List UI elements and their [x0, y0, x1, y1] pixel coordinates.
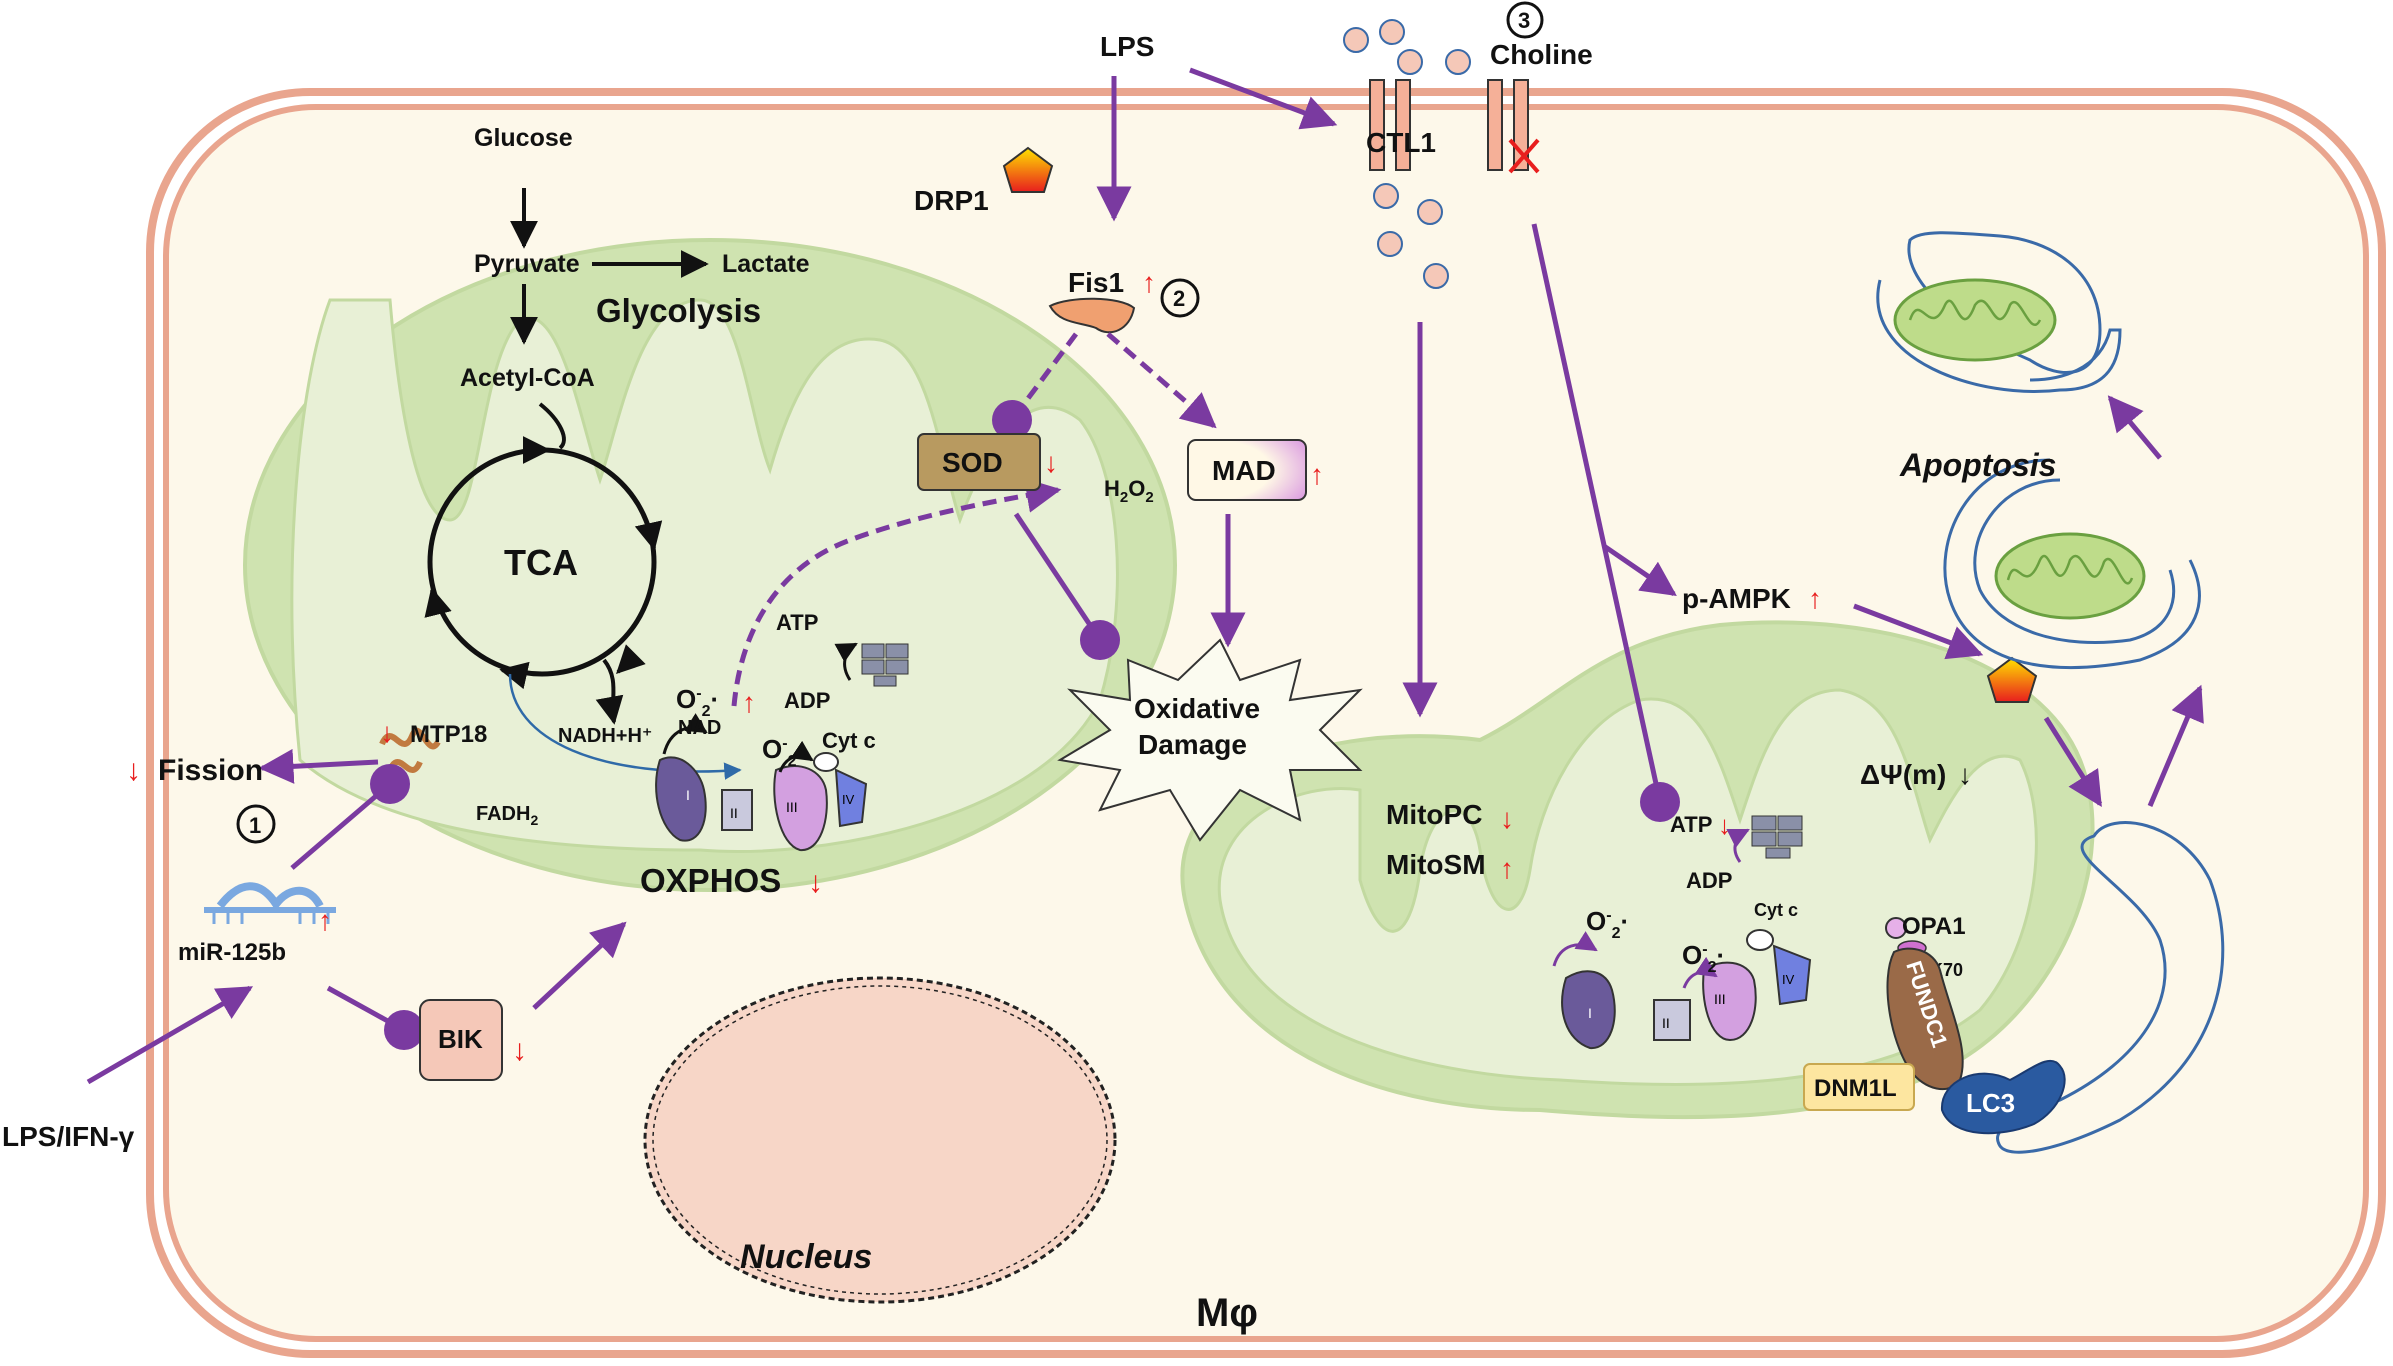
delta-psi-down-icon: ↓	[1958, 759, 1972, 790]
nucleus-label: Nucleus	[740, 1238, 872, 1276]
nad-label: NAD	[678, 717, 721, 739]
oxphos-down-icon: ↓	[808, 866, 823, 899]
right-etc: I II III IV	[1552, 929, 1812, 1050]
ctl1-transporter	[1369, 79, 1529, 171]
fis1-label: Fis1	[1068, 267, 1124, 298]
o2-right-2: O-2·	[1682, 940, 1725, 976]
fission-down-icon: ↓	[126, 754, 141, 787]
choline-molecules	[1343, 19, 1471, 289]
tca-cycle: TCA	[424, 436, 742, 780]
mad-up-icon: ↑	[1310, 459, 1324, 490]
apoptotic-mitochondrion-middle	[1943, 458, 2201, 669]
atp-synthase-right-icon	[1751, 815, 1803, 859]
oxphos-label: OXPHOS	[640, 862, 781, 899]
opa1-label: OPA1	[1902, 913, 1966, 940]
drp1-label: DRP1	[914, 185, 989, 216]
ctl1-label: CTL1	[1366, 127, 1436, 158]
cyt-c-right-label: Cyt c	[1754, 900, 1798, 920]
bik-down-icon: ↓	[512, 1034, 527, 1067]
drp1-icon	[1002, 146, 1054, 193]
o2-up-arrow-icon: ↑	[742, 687, 756, 718]
lc3-protein	[1940, 1059, 2066, 1135]
complex-iii-left: III	[786, 799, 798, 815]
left-mitochondrion	[243, 238, 1177, 892]
lc3-label: LC3	[1966, 1088, 2015, 1118]
blocked-x-icon	[1508, 138, 1540, 174]
mad-label: MAD	[1212, 455, 1276, 486]
mir-up-icon: ↑	[318, 905, 332, 936]
atp-right-label: ATP	[1670, 812, 1712, 837]
h2o2-label: H2O2	[1104, 476, 1154, 506]
p-ampk-label: p-AMPK	[1682, 583, 1791, 614]
drp1-right-icon	[1986, 656, 2038, 703]
fission-label: Fission	[158, 754, 263, 787]
mphi-label: Mφ	[1196, 1291, 1258, 1335]
mitopc-label: MitoPC	[1386, 799, 1482, 830]
delta-psi-label: ΔΨ(m)	[1860, 759, 1946, 790]
oxidative-damage-burst	[1057, 638, 1363, 842]
mitopc-down-icon: ↓	[1500, 803, 1514, 834]
lps-ifn-label: LPS/IFN-γ	[2, 1121, 135, 1152]
fadh2-label: FADH2	[476, 803, 538, 828]
nucleus	[643, 976, 1117, 1304]
o2-left-2: O-2·	[762, 734, 805, 770]
complex-ii-right: II	[1662, 1015, 1670, 1031]
sod-label: SOD	[942, 447, 1003, 478]
bik-label: BIK	[438, 1024, 483, 1054]
mitosm-label: MitoSM	[1386, 849, 1486, 880]
atp-synthase-left-icon	[861, 643, 909, 687]
right-mitochondrion	[1180, 620, 2095, 1120]
circle-2: 2	[1173, 286, 1185, 311]
engulfing-membrane	[1996, 821, 2225, 1154]
sod-box	[917, 433, 1041, 491]
bik-box	[419, 999, 503, 1081]
atp-right-down-icon: ↓	[1718, 810, 1731, 840]
choline-label: Choline	[1490, 39, 1593, 70]
circle-3: 3	[1518, 8, 1530, 33]
pyruvate-label: Pyruvate	[474, 250, 580, 278]
p-ampk-up-icon: ↑	[1808, 583, 1822, 614]
lps-top-label: LPS	[1100, 31, 1154, 62]
opa1-icon	[1885, 917, 1907, 939]
circle-1: 1	[249, 813, 261, 838]
o2-right-1: O-2·	[1586, 906, 1629, 942]
mtp18-down-icon: ↓	[380, 717, 394, 748]
atp-left-label: ATP	[776, 610, 818, 635]
complex-i-right: I	[1588, 1005, 1592, 1021]
complex-iv-right: IV	[1782, 972, 1795, 987]
tca-label: TCA	[504, 542, 578, 583]
oxidative-label-1: Oxidative	[1134, 693, 1260, 724]
adp-right-label: ADP	[1686, 868, 1732, 893]
adp-left-label: ADP	[784, 688, 830, 713]
complex-ii-left: II	[730, 805, 738, 821]
mad-box	[1187, 439, 1307, 501]
mirna-icon	[204, 882, 336, 924]
complex-iv-left: IV	[842, 792, 855, 807]
lactate-label: Lactate	[722, 250, 810, 278]
o2-left-1: O-2·	[676, 684, 719, 720]
complex-iii-right: III	[1714, 991, 1726, 1007]
left-etc: I II III IV	[655, 713, 868, 852]
fis1-up-icon: ↑	[1142, 267, 1156, 298]
nadh-label: NADH+H⁺	[558, 725, 652, 747]
acetyl-coa-label: Acetyl-CoA	[460, 364, 595, 392]
apoptosis-label: Apoptosis	[1899, 447, 2056, 483]
mtp18-label: MTP18	[410, 721, 487, 748]
mitosm-up-icon: ↑	[1500, 853, 1514, 884]
complex-i-left: I	[686, 787, 690, 803]
fis1-icon	[1048, 297, 1136, 334]
glucose-label: Glucose	[474, 124, 573, 152]
cyt-c-left-label: Cyt c	[822, 728, 876, 753]
sod-down-icon: ↓	[1044, 447, 1058, 478]
apoptotic-mitochondrion-top	[1876, 231, 2122, 393]
dnm1l-box	[1803, 1063, 1915, 1111]
dnm1l-label: DNM1L	[1814, 1075, 1897, 1102]
glycolysis-label: Glycolysis	[596, 292, 761, 329]
oxidative-label-2: Damage	[1138, 729, 1247, 760]
mir125b-label: miR-125b	[178, 939, 286, 966]
